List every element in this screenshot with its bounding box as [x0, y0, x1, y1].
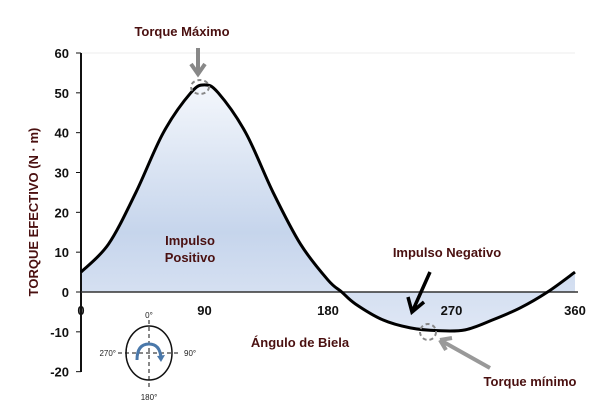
- y-tick-label: 0: [62, 285, 69, 300]
- x-tick-label: 0: [77, 303, 84, 318]
- rotation-arrow-icon: [135, 342, 163, 361]
- positive-annotation-1: Impulso: [165, 233, 215, 248]
- y-tick-label: 30: [55, 166, 69, 181]
- y-tick-label: 60: [55, 46, 69, 61]
- min-arrow: [438, 336, 491, 370]
- torque-curve: [79, 83, 576, 333]
- x-tick-label: 180: [317, 303, 339, 318]
- y-tick-label: -20: [50, 365, 69, 380]
- area-fill: [81, 84, 575, 332]
- y-tick-label: -10: [50, 325, 69, 340]
- y-tick-label: 10: [55, 245, 69, 260]
- min-marker: [419, 323, 437, 341]
- crank-top: 0°: [145, 311, 153, 320]
- y-tick-label: 40: [55, 126, 69, 141]
- max-annotation: Torque Máximo: [134, 24, 229, 39]
- x-tick-label: 90: [197, 303, 211, 318]
- crank-right: 90°: [184, 349, 196, 358]
- x-tick-label: 270: [441, 303, 463, 318]
- crank-diagram: 0° 90° 180° 270°: [99, 311, 196, 402]
- max-arrow: [189, 48, 207, 78]
- x-axis-label: Ángulo de Biela: [251, 335, 350, 350]
- y-tick-label: 20: [55, 205, 69, 220]
- y-axis-label: TORQUE EFECTIVO (N · m): [26, 128, 41, 297]
- crank-left: 270°: [99, 349, 116, 358]
- y-tick-label: 50: [55, 86, 69, 101]
- negative-arrow: [406, 271, 432, 316]
- max-marker: [190, 79, 210, 95]
- positive-annotation-2: Positivo: [165, 250, 216, 265]
- negative-annotation: Impulso Negativo: [393, 245, 501, 260]
- crank-bottom: 180°: [141, 393, 158, 402]
- min-annotation: Torque mínimo: [484, 374, 577, 389]
- x-tick-label: 360: [564, 303, 586, 318]
